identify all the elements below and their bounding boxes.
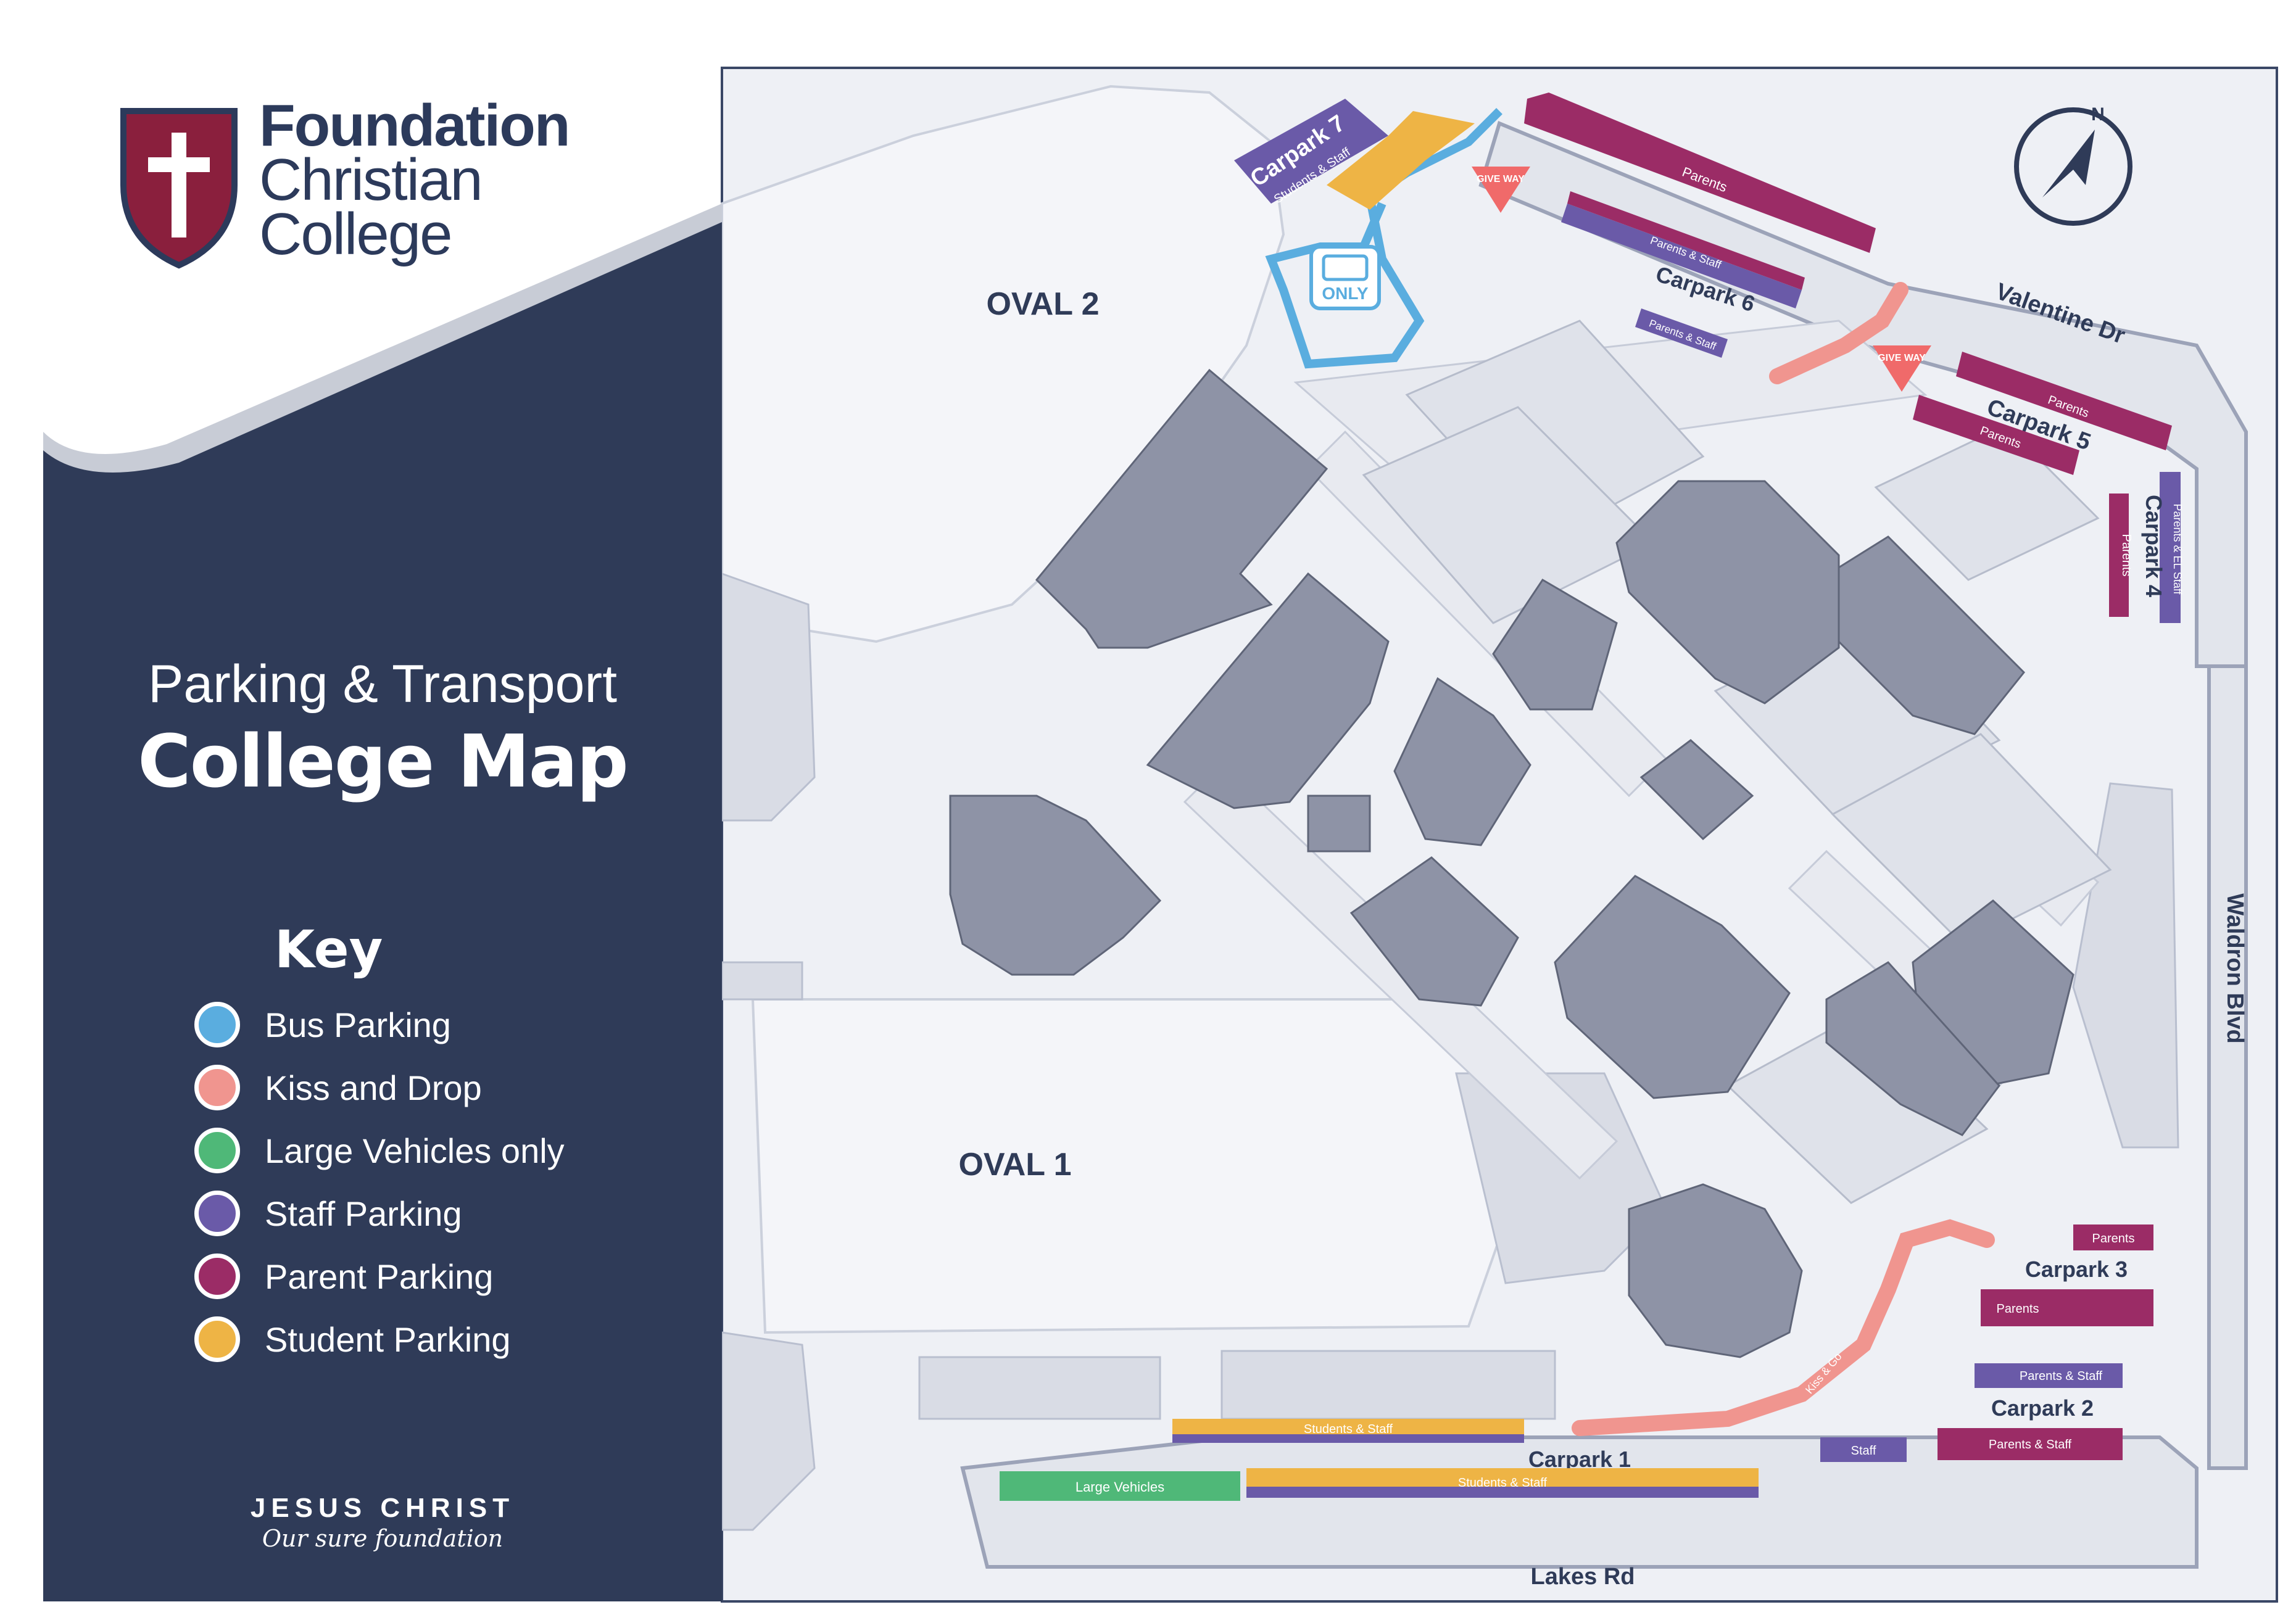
college-name-line1: Foundation: [259, 93, 571, 159]
legend-item: Staff Parking: [194, 1182, 565, 1245]
building: [1492, 578, 1618, 711]
give-way-sign-1: GIVE WAY: [1472, 167, 1530, 213]
building: [1838, 535, 2026, 735]
building: [1146, 572, 1390, 809]
legend-item: Bus Parking: [194, 993, 565, 1056]
road-lakes-rd: Lakes Rd: [1531, 1564, 1635, 1590]
legend-swatch: [194, 1316, 240, 1362]
building: [1035, 368, 1328, 649]
legend-swatch: [194, 1128, 240, 1173]
college-name-line3: College: [259, 201, 453, 267]
give-way-sign-2: GIVE WAY: [1873, 345, 1931, 392]
carpark-3: Parents Carpark 3 Parents: [1981, 1224, 2153, 1326]
legend-label: Staff Parking: [265, 1194, 462, 1233]
kiss-go-south: [1572, 1219, 1995, 1436]
sidebar: Foundation Christian College Parking & T…: [43, 0, 722, 1601]
oval-2-label: OVAL 2: [986, 286, 1099, 322]
carpark-1-label: Carpark 1: [1528, 1447, 1631, 1472]
east-road: [2207, 664, 2248, 1470]
give-way-text-2: GIVE WAY: [1878, 353, 1926, 363]
carpark-2: Parents & Staff Carpark 2 Parents & Staf…: [1820, 1363, 2123, 1462]
carpark-4-bay-left: Parents: [2120, 534, 2133, 577]
legend-label: Bus Parking: [265, 1005, 451, 1044]
north-arrow-n: N: [2091, 104, 2105, 125]
bus-only-sign: [1309, 245, 1381, 310]
carpark-1-bay-bottom: Students & Staff: [1458, 1476, 1548, 1490]
carpark-3-label: Carpark 3: [2025, 1257, 2128, 1282]
page-title-line1: Parking & Transport: [147, 655, 618, 714]
carpark-2-label: Carpark 2: [1991, 1395, 2094, 1421]
building: [1393, 677, 1531, 846]
building: [949, 795, 1162, 976]
college-name: Foundation Christian College: [259, 93, 571, 267]
building: [1615, 480, 1840, 704]
oval-1: [751, 998, 1507, 1334]
legend-swatch: [194, 1191, 240, 1236]
bus-icon: [1322, 254, 1369, 281]
legend-label: Large Vehicles only: [265, 1131, 565, 1170]
building: [1307, 795, 1371, 853]
building: [1554, 875, 1791, 1099]
building: [1628, 1183, 1803, 1358]
carpark-4-label: Carpark 4: [2141, 495, 2166, 597]
carpark-2-bay-bottom: Parents & Staff: [1989, 1438, 2072, 1452]
motto: JESUS CHRIST Our sure foundation: [43, 1493, 722, 1552]
shield-cross-icon: [120, 108, 238, 269]
oval-1-label: OVAL 1: [958, 1147, 1071, 1183]
legend-swatch: [194, 1002, 240, 1047]
bus-only-label: ONLY: [1322, 284, 1369, 303]
road-waldron-blvd: Waldron Blvd: [2222, 893, 2248, 1043]
carpark-4-bay-right: Parents & EL Staff: [2171, 503, 2184, 595]
page-title-line2: College Map: [138, 719, 629, 804]
vegetation: [721, 572, 2179, 1531]
buildings: [949, 368, 2074, 1358]
legend-item: Kiss and Drop: [194, 1056, 565, 1119]
building: [1349, 856, 1519, 1007]
carpark-2-staff: Staff: [1851, 1444, 1876, 1458]
legend-label: Student Parking: [265, 1319, 511, 1359]
college-name-line2: Christian: [259, 147, 483, 213]
legend-swatch: [194, 1065, 240, 1110]
college-logo: Foundation Christian College: [117, 93, 611, 302]
legend-swatch: [194, 1253, 240, 1299]
building: [1825, 961, 2000, 1136]
carpark-2-bay-top: Parents & Staff: [2020, 1369, 2103, 1383]
give-way-text-1: GIVE WAY: [1477, 174, 1525, 184]
carpark-4: Parents Carpark 4 Parents & EL Staff: [2109, 472, 2184, 623]
legend-label: Parent Parking: [265, 1257, 494, 1296]
carpark-6: Parents & Staff Carpark 6 Parents & Staf…: [1561, 191, 1805, 358]
carpark-1: Students & Staff Carpark 1 Students & St…: [1000, 1419, 1759, 1501]
legend-item: Student Parking: [194, 1308, 565, 1371]
carpark-1-bay-top: Students & Staff: [1304, 1423, 1393, 1436]
large-vehicles-label: Large Vehicles: [1075, 1479, 1164, 1495]
carpark-5: Parents Carpark 5 Parents: [1913, 352, 2172, 475]
legend: Bus Parking Kiss and Drop Large Vehicles…: [194, 993, 565, 1371]
building: [1639, 739, 1754, 841]
carpark-3-bay-top: Parents: [2092, 1232, 2135, 1245]
legend-label: Kiss and Drop: [265, 1068, 482, 1107]
key-title: Key: [275, 919, 383, 980]
north-arrow: N: [2014, 104, 2132, 226]
motto-sub: Our sure foundation: [262, 1525, 504, 1552]
carpark-3-bay-bottom: Parents: [1997, 1302, 2039, 1316]
motto-main: JESUS CHRIST: [250, 1493, 515, 1523]
legend-item: Parent Parking: [194, 1245, 565, 1308]
oval-2: [721, 85, 1285, 643]
kiss-go-north: [1769, 282, 1908, 384]
legend-item: Large Vehicles only: [194, 1119, 565, 1182]
